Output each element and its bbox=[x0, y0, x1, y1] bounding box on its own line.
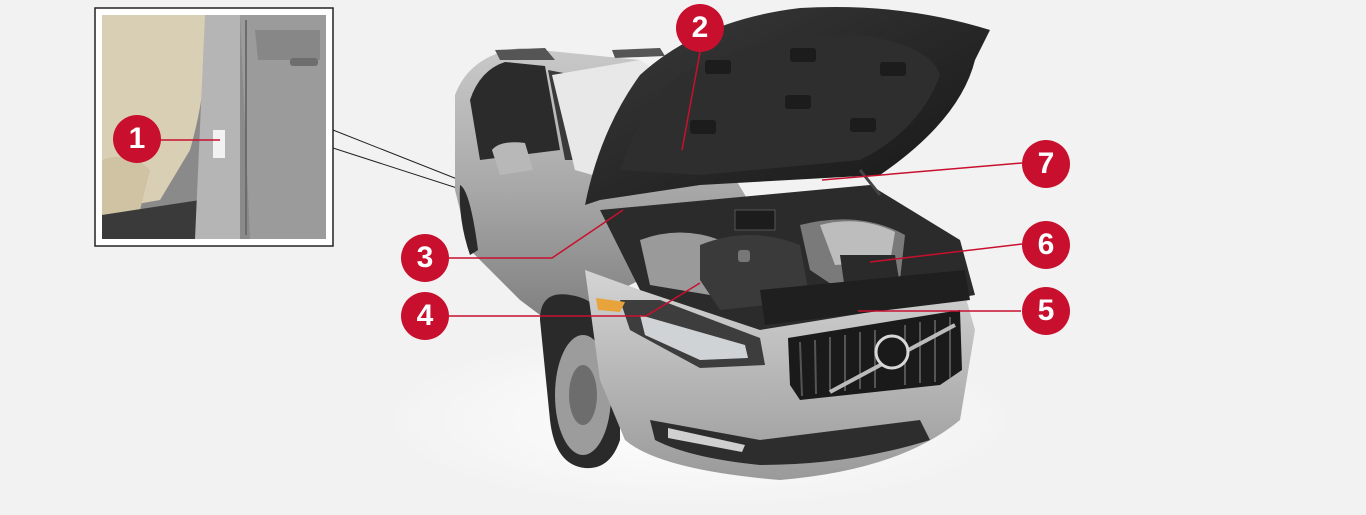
callout-6: 6 bbox=[1022, 221, 1070, 269]
leader-line-7 bbox=[821, 162, 1023, 181]
callout-3: 3 bbox=[401, 234, 449, 282]
leader-line-4 bbox=[448, 282, 701, 317]
car-front bbox=[585, 270, 975, 480]
engine-bay bbox=[600, 185, 975, 330]
leader-line-3 bbox=[448, 209, 624, 259]
callout-4: 4 bbox=[401, 292, 449, 340]
leader-lines bbox=[160, 51, 1023, 317]
callout-2: 2 bbox=[676, 4, 724, 52]
callout-5: 5 bbox=[1022, 287, 1070, 335]
callout-7: 7 bbox=[1022, 140, 1070, 188]
leader-line-2 bbox=[681, 51, 701, 151]
leader-line-6 bbox=[869, 243, 1023, 263]
callout-1: 1 bbox=[113, 115, 161, 163]
open-hood bbox=[585, 6, 990, 205]
